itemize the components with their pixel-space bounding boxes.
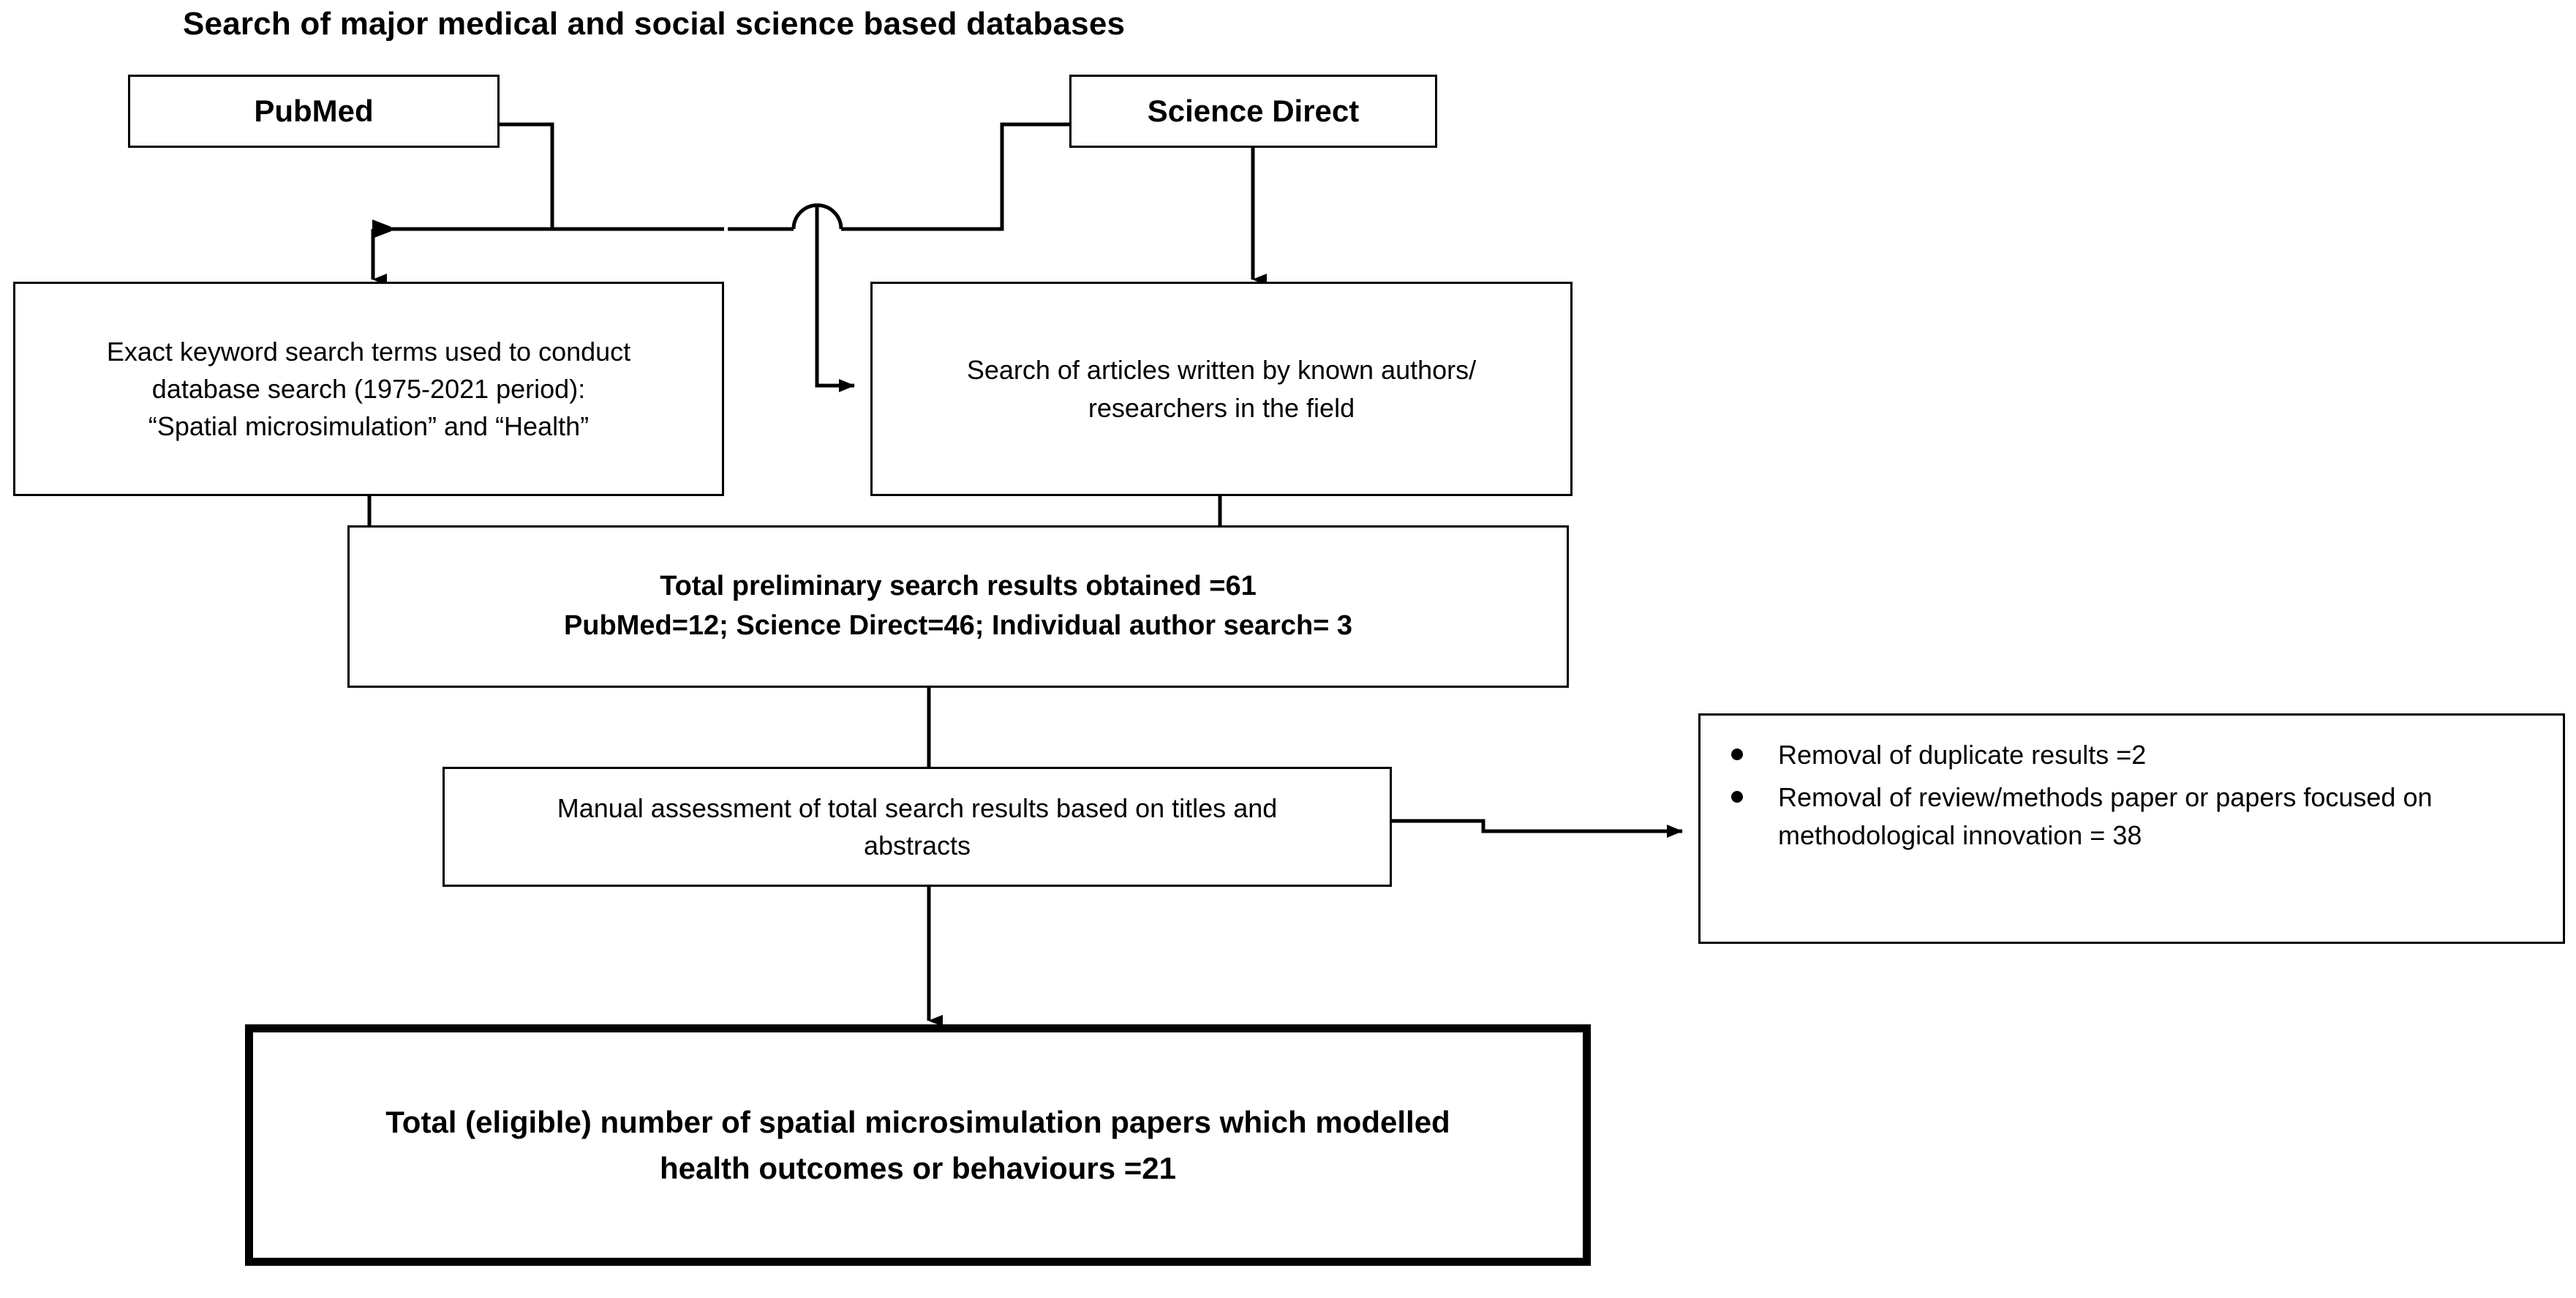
preliminary-results-line-1: Total preliminary search results obtaine… [660,571,1257,602]
exclusion-item-text: Removal of review/methods paper or paper… [1778,782,2433,851]
node-preliminary-results-text: Total preliminary search results obtaine… [350,567,1567,646]
keyword-search-line-1: Exact keyword search terms used to condu… [106,336,631,367]
author-search-line-2: researchers in the field [1088,392,1355,423]
node-keyword-search-text: Exact keyword search terms used to condu… [15,333,722,445]
edge-bus-to-author-search [815,207,855,392]
node-exclusions[interactable]: Removal of duplicate results =2 Removal … [1698,713,2565,944]
node-preliminary-results[interactable]: Total preliminary search results obtaine… [347,525,1569,688]
node-manual-assessment-text: Manual assessment of total search result… [445,789,1390,864]
final-total-line-1: Total (eligible) number of spatial micro… [385,1105,1450,1139]
author-search-line-1: Search of articles written by known auth… [966,355,1477,386]
edge-manual-to-exclusions [1392,819,1683,838]
list-item: Removal of review/methods paper or paper… [1725,779,2538,855]
final-total-line-2: health outcomes or behaviours =21 [659,1151,1177,1185]
node-author-search[interactable]: Search of articles written by known auth… [870,282,1573,496]
manual-assessment-line-1: Manual assessment of total search result… [557,792,1278,823]
node-pubmed[interactable]: PubMed [128,75,500,148]
edge-sciencedirect-to-bus [728,122,1070,231]
bullet-dot-icon [1731,791,1743,803]
node-manual-assessment[interactable]: Manual assessment of total search result… [442,767,1392,887]
node-final-total[interactable]: Total (eligible) number of spatial micro… [245,1024,1591,1266]
node-final-total-text: Total (eligible) number of spatial micro… [253,1099,1583,1191]
keyword-search-line-2: database search (1975-2021 period): [151,373,586,404]
node-science-direct-label: Science Direct [1147,94,1360,129]
exclusion-item-text: Removal of duplicate results =2 [1778,740,2147,770]
node-science-direct[interactable]: Science Direct [1069,75,1437,148]
list-item: Removal of duplicate results =2 [1725,736,2538,774]
node-keyword-search[interactable]: Exact keyword search terms used to condu… [13,282,724,496]
diagram-title: Search of major medical and social scien… [183,6,1126,42]
node-pubmed-label: PubMed [254,94,374,129]
keyword-search-line-3: “Spatial microsimulation” and “Health” [148,411,590,442]
bullet-dot-icon [1731,749,1743,760]
exclusions-list: Removal of duplicate results =2 Removal … [1725,736,2538,855]
preliminary-results-line-2: PubMed=12; Science Direct=46; Individual… [563,610,1353,641]
node-author-search-text: Search of articles written by known auth… [873,351,1570,426]
manual-assessment-line-2: abstracts [863,830,971,860]
